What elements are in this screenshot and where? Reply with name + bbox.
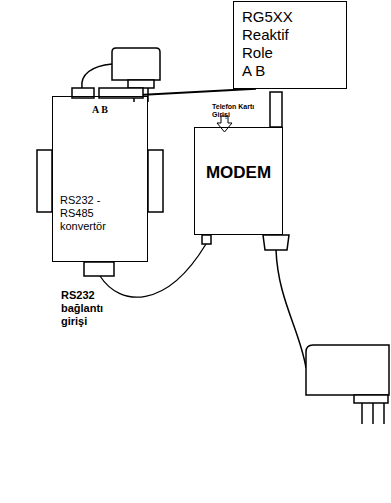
device-name: MODEM <box>195 163 282 183</box>
modem-connector <box>202 235 211 244</box>
note-label: Telefon Kartı Girişi <box>212 103 268 119</box>
terminal-label: A B <box>242 62 338 80</box>
device-name: RG5XX Reaktif Role <box>242 8 306 62</box>
device-name: RS232 - RS485 konvertör <box>60 194 114 234</box>
antenna <box>270 92 282 127</box>
caption-label: RS232 bağlantı girişi <box>61 289 117 328</box>
converter-box: A B RS232 - RS485 konvertör <box>52 96 148 262</box>
relay-box: RG5XX Reaktif RoleA B <box>233 1 347 89</box>
modem-box: MODEM <box>194 127 283 235</box>
cable <box>276 250 306 368</box>
insert-arrow <box>217 116 232 132</box>
power-adapter <box>306 345 389 424</box>
rs232-connector <box>84 262 114 276</box>
modem-connector <box>263 235 289 250</box>
mounting-flange <box>148 150 163 212</box>
mounting-flange <box>37 150 52 212</box>
terminal-label: A B <box>60 104 140 116</box>
cable <box>100 235 206 297</box>
